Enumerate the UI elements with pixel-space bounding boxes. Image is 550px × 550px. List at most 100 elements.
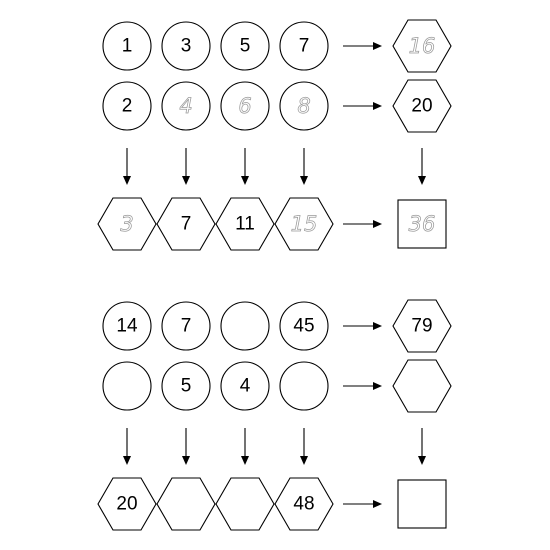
p1-row1-circle-4[interactable]: 7 [279, 21, 329, 71]
circle-shape [161, 301, 211, 351]
arrow-down-icon [418, 428, 426, 465]
arrow-down-icon [241, 148, 249, 185]
p2-row1-circle-3[interactable] [220, 301, 270, 351]
cell-value: 15 [291, 212, 318, 236]
cell-value: 20 [116, 494, 137, 515]
arrow-down-icon [300, 148, 308, 185]
cell-value: 45 [293, 316, 314, 337]
p2-row2-circle-2[interactable]: 5 [161, 361, 211, 411]
p1-sum-hexagon-4[interactable]: 15 [274, 197, 334, 251]
cell-value: 4 [179, 94, 192, 118]
circle-shape [279, 361, 329, 411]
cell-value: 7 [299, 36, 310, 57]
cell-value: 7 [181, 214, 192, 235]
circle-shape [279, 301, 329, 351]
circle-shape [220, 301, 270, 351]
p2-sum-hexagon-3[interactable] [215, 477, 275, 531]
cell-value: 2 [122, 96, 133, 117]
hexagon-shape [392, 19, 452, 73]
cell-value: 5 [181, 376, 192, 397]
arrow-right-icon [343, 322, 382, 330]
square-shape [397, 199, 447, 249]
cell-value: 5 [240, 36, 251, 57]
cell-value: 79 [411, 316, 432, 337]
p2-sum-hexagon-4[interactable]: 48 [274, 477, 334, 531]
cell-value: 6 [238, 94, 251, 118]
arrow-right-icon [343, 42, 382, 50]
cell-value: 7 [181, 316, 192, 337]
p2-row1-circle-2[interactable]: 7 [161, 301, 211, 351]
arrow-down-icon [418, 148, 426, 185]
p2-sum-hexagon-2[interactable] [156, 477, 216, 531]
p2-row2-circle-3[interactable]: 4 [220, 361, 270, 411]
p2-row1-total-hexagon[interactable]: 79 [392, 299, 452, 353]
p2-row1-circle-1[interactable]: 14 [102, 301, 152, 351]
arrow-down-icon [182, 148, 190, 185]
p1-row2-total-hexagon[interactable]: 20 [392, 79, 452, 133]
cell-value: 4 [240, 376, 251, 397]
circle-shape [161, 361, 211, 411]
hexagon-shape [97, 477, 157, 531]
arrow-down-icon [123, 148, 131, 185]
hexagon-shape [215, 477, 275, 531]
hexagon-shape [156, 197, 216, 251]
cell-value: 8 [297, 94, 310, 118]
p1-row2-circle-2[interactable]: 4 [161, 81, 211, 131]
cell-value: 3 [120, 212, 133, 236]
p1-row1-circle-3[interactable]: 5 [220, 21, 270, 71]
cell-value: 20 [411, 96, 432, 117]
p1-row2-circle-3[interactable]: 6 [220, 81, 270, 131]
circle-shape [161, 81, 211, 131]
hexagon-shape [392, 79, 452, 133]
cell-value: 36 [409, 212, 436, 236]
arrow-down-icon [300, 428, 308, 465]
arrow-right-icon [343, 382, 382, 390]
circle-shape [102, 21, 152, 71]
cell-value: 1 [122, 36, 133, 57]
p1-row1-total-hexagon[interactable]: 16 [392, 19, 452, 73]
hexagon-shape [215, 197, 275, 251]
p1-sum-hexagon-1[interactable]: 3 [97, 197, 157, 251]
circle-shape [279, 81, 329, 131]
circle-shape [220, 361, 270, 411]
cell-value: 48 [293, 494, 314, 515]
hexagon-shape [274, 477, 334, 531]
p2-row2-total-hexagon[interactable] [392, 359, 452, 413]
circle-shape [102, 301, 152, 351]
cell-value: 11 [235, 214, 255, 235]
circle-shape [102, 361, 152, 411]
circle-shape [220, 81, 270, 131]
p1-sum-hexagon-2[interactable]: 7 [156, 197, 216, 251]
square-shape [397, 479, 447, 529]
cell-value: 3 [181, 36, 192, 57]
cell-value: 16 [409, 34, 436, 58]
p1-row1-circle-1[interactable]: 1 [102, 21, 152, 71]
p1-row2-circle-1[interactable]: 2 [102, 81, 152, 131]
circle-shape [161, 21, 211, 71]
circle-shape [279, 21, 329, 71]
p1-grand-total-square[interactable]: 36 [397, 199, 447, 249]
p2-sum-hexagon-1[interactable]: 20 [97, 477, 157, 531]
p1-row1-circle-2[interactable]: 3 [161, 21, 211, 71]
p2-row1-circle-4[interactable]: 45 [279, 301, 329, 351]
p2-grand-total-square[interactable] [397, 479, 447, 529]
cell-value: 14 [116, 316, 138, 337]
arrow-right-icon [343, 500, 382, 508]
p2-row2-circle-1[interactable] [102, 361, 152, 411]
arrow-right-icon [343, 102, 382, 110]
arrow-down-icon [182, 428, 190, 465]
hexagon-shape [392, 359, 452, 413]
arrow-right-icon [343, 220, 382, 228]
p1-row2-circle-4[interactable]: 8 [279, 81, 329, 131]
arrow-down-icon [241, 428, 249, 465]
p1-sum-hexagon-3[interactable]: 11 [215, 197, 275, 251]
circle-shape [220, 21, 270, 71]
circle-shape [102, 81, 152, 131]
hexagon-shape [392, 299, 452, 353]
hexagon-shape [97, 197, 157, 251]
hexagon-shape [274, 197, 334, 251]
hexagon-shape [156, 477, 216, 531]
p2-row2-circle-4[interactable] [279, 361, 329, 411]
